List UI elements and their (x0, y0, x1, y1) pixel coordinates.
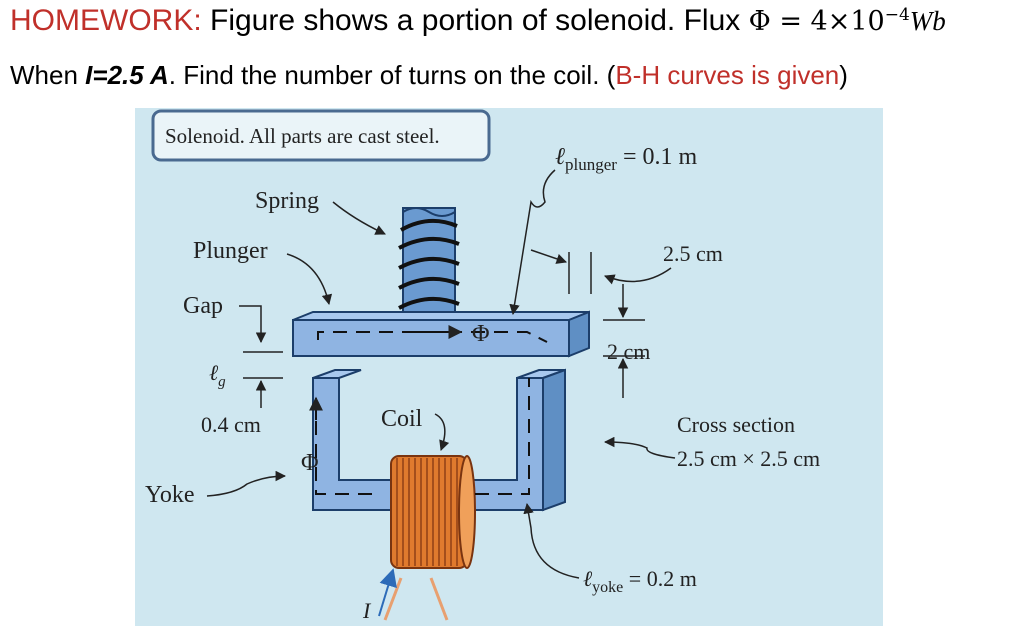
gap-leader (239, 305, 267, 344)
coil-leader (434, 413, 450, 451)
lyoke-label: ℓyoke = 0.2 m (583, 566, 697, 596)
yoke-side-face (542, 368, 566, 512)
shaft-top (402, 207, 456, 217)
coil-label: Coil (381, 406, 423, 432)
question-text: . Find the number of turns on the coil. … (168, 60, 616, 90)
phi-label-left: Φ (301, 450, 319, 476)
spring (398, 218, 460, 310)
current-arrow (378, 568, 397, 617)
given-note: B-H curves is given (615, 60, 840, 90)
flux-exponent: −4 (884, 5, 910, 25)
close-paren: ) (839, 60, 848, 90)
yoke-leader (206, 470, 287, 497)
width-dim-arrow-right (604, 267, 672, 285)
title-line: HOMEWORK: Figure shows a portion of sole… (10, 4, 946, 38)
lplunger-leader (509, 169, 556, 316)
flux-value: Φ = 4×10 (748, 6, 885, 37)
yoke-left-top (312, 369, 362, 379)
homework-label: HOMEWORK: (10, 4, 202, 37)
plunger-leader (286, 253, 333, 306)
coil (383, 455, 476, 621)
phi-label-top: Φ (472, 321, 490, 347)
flux-path (315, 331, 548, 495)
width-label: 2.5 cm (663, 241, 723, 266)
height-label: 2 cm (607, 339, 650, 364)
plunger-end-face (568, 310, 590, 358)
flux-expression: Φ = 4×10−4Wb (748, 5, 946, 37)
spring-leader (332, 201, 386, 235)
plunger-top-face (292, 311, 590, 321)
solenoid-diagram: Solenoid. All parts are cast steel. (145, 109, 820, 623)
lplunger-label: ℓplunger = 0.1 m (555, 144, 697, 174)
current-label: I (362, 598, 372, 623)
cross-section-leader (603, 436, 676, 459)
yoke-label: Yoke (145, 482, 195, 508)
when-text: When (10, 60, 86, 90)
caption-box (151, 109, 491, 162)
width-dim-arrow-left (530, 249, 567, 264)
lyoke-leader (523, 502, 580, 579)
plunger-label: Plunger (193, 238, 268, 264)
title-text: Figure shows a portion of solenoid. Flux (201, 4, 749, 37)
spring-label: Spring (255, 188, 319, 214)
gap-length: 0.4 cm (201, 412, 261, 437)
plunger-bar (292, 319, 570, 357)
flux-unit: Wb (909, 6, 946, 36)
question-line: When I=2.5 A. Find the number of turns o… (10, 60, 848, 91)
gap-label: Gap (183, 293, 223, 319)
cross-section-label: Cross section (677, 412, 795, 437)
current-value: I=2.5 A (85, 60, 169, 90)
lg-label: ℓg (209, 360, 226, 390)
caption-text: Solenoid. All parts are cast steel. (165, 124, 440, 148)
solenoid-figure: Solenoid. All parts are cast steel. (135, 108, 883, 626)
cross-section-size: 2.5 cm × 2.5 cm (677, 446, 820, 471)
